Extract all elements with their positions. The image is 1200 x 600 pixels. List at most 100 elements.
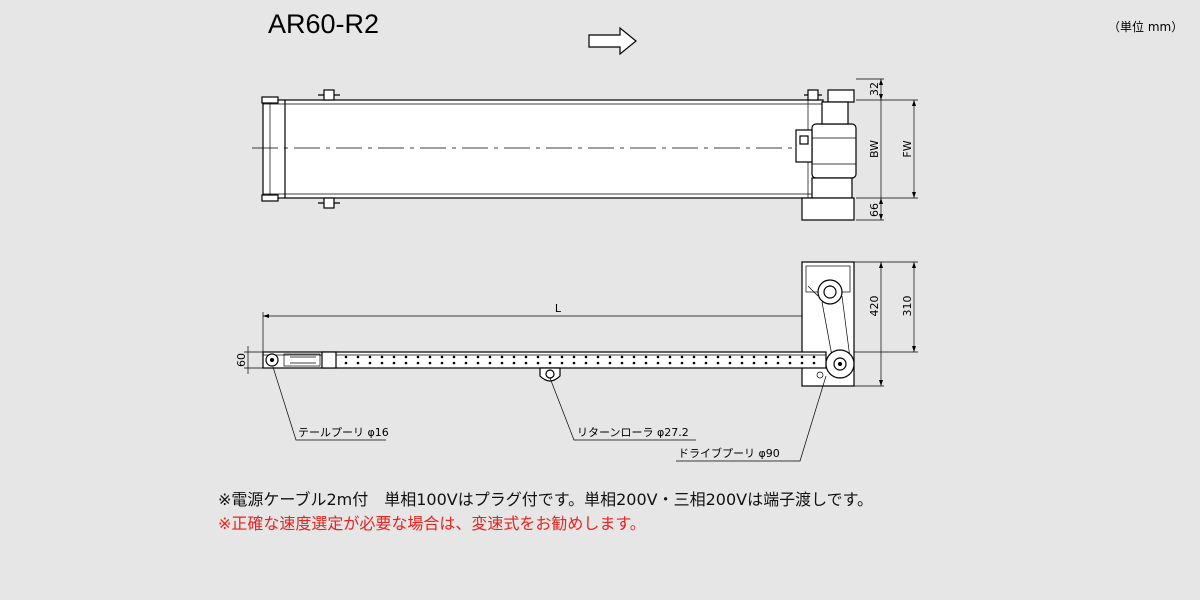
perforation-dot: [356, 361, 360, 365]
perforation-dot: [752, 361, 756, 365]
tail-end: [265, 351, 337, 369]
motor-pulley-icon: [817, 279, 843, 305]
dim-310: 310: [901, 296, 914, 317]
perforation-dot: [560, 355, 564, 359]
dim-32: 32: [868, 82, 881, 96]
perforation-dot: [416, 355, 420, 359]
perforation-dot: [704, 361, 708, 365]
tail-pulley-label: テールプーリ φ16: [298, 426, 389, 439]
perforation-dot: [752, 355, 756, 359]
perforation-dot: [464, 361, 468, 365]
perforation-dot: [392, 355, 396, 359]
top-view: 32 BW FW 66: [252, 78, 918, 221]
perforation-dot: [668, 361, 672, 365]
drive-pulley-leader: [676, 375, 827, 462]
perforation-dot: [512, 361, 516, 365]
perforation-dot: [488, 355, 492, 359]
perforation-dot: [800, 355, 804, 359]
perforation-dot: [740, 355, 744, 359]
perforation-dot: [368, 361, 372, 365]
perforation-dot: [812, 355, 816, 359]
perforation-dot: [548, 361, 552, 365]
belt-perforations: [344, 355, 816, 365]
perforation-dot: [776, 355, 780, 359]
direction-arrow-icon: [588, 26, 637, 56]
perforation-dot: [572, 361, 576, 365]
perforation-dot: [704, 355, 708, 359]
perforation-dot: [404, 355, 408, 359]
perforation-dot: [344, 361, 348, 365]
dim-bw: BW: [868, 140, 881, 158]
perforation-dot: [524, 355, 528, 359]
perforation-dot: [680, 355, 684, 359]
perforation-dot: [764, 355, 768, 359]
perforation-dot: [728, 361, 732, 365]
drive-pulley-label: ドライブプーリ φ90: [678, 446, 780, 460]
dim-420: 420: [868, 296, 881, 317]
perforation-dot: [512, 355, 516, 359]
return-roller-leader: [549, 377, 696, 441]
perforation-dot: [380, 355, 384, 359]
clamp-icon: [318, 197, 340, 209]
perforation-dot: [452, 361, 456, 365]
unit-label: （単位 mm）: [1108, 19, 1183, 34]
perforation-dot: [524, 361, 528, 365]
perforation-dot: [644, 361, 648, 365]
perforation-dot: [692, 355, 696, 359]
power-note: ※電源ケーブル2m付 単相100Vはプラグ付です。単相200V・三相200Vは端…: [218, 490, 873, 509]
perforation-dot: [440, 361, 444, 365]
frame-side-view: [262, 351, 827, 369]
perforation-dot: [440, 355, 444, 359]
perforation-dot: [776, 361, 780, 365]
perforation-dot: [644, 355, 648, 359]
perforation-dot: [608, 355, 612, 359]
perforation-dot: [584, 355, 588, 359]
perforation-dot: [500, 355, 504, 359]
perforation-dot: [680, 361, 684, 365]
perforation-dot: [800, 361, 804, 365]
dim-length: L: [555, 302, 562, 315]
perforation-dot: [632, 361, 636, 365]
perforation-dot: [344, 355, 348, 359]
perforation-dot: [740, 361, 744, 365]
speed-note: ※正確な速度選定が必要な場合は、変速式をお勧めします。: [218, 514, 646, 533]
perforation-dot: [416, 361, 420, 365]
perforation-dot: [728, 355, 732, 359]
perforation-dot: [620, 355, 624, 359]
perforation-dot: [788, 361, 792, 365]
perforation-dot: [452, 355, 456, 359]
perforation-dot: [368, 355, 372, 359]
perforation-dot: [608, 361, 612, 365]
dim-66: 66: [868, 203, 881, 217]
perforation-dot: [656, 361, 660, 365]
perforation-dot: [692, 361, 696, 365]
perforation-dot: [380, 361, 384, 365]
perforation-dot: [500, 361, 504, 365]
perforation-dot: [488, 361, 492, 365]
return-roller-label: リターンローラ φ27.2: [577, 426, 689, 439]
perforation-dot: [668, 355, 672, 359]
perforation-dot: [404, 361, 408, 365]
return-roller-icon: [539, 367, 561, 382]
perforation-dot: [356, 355, 360, 359]
drive-pulley-icon: [825, 349, 855, 379]
perforation-dot: [812, 361, 816, 365]
perforation-dot: [464, 355, 468, 359]
perforation-dot: [476, 361, 480, 365]
clamp-icon: [318, 89, 340, 101]
motor-icon: [795, 89, 857, 221]
perforation-dot: [428, 361, 432, 365]
perforation-dot: [572, 355, 576, 359]
perforation-dot: [620, 361, 624, 365]
side-view: L: [235, 261, 918, 462]
perforation-dot: [548, 355, 552, 359]
dim-fw: FW: [901, 140, 914, 157]
perforation-dot: [596, 361, 600, 365]
dim-60: 60: [235, 353, 248, 367]
perforation-dot: [716, 361, 720, 365]
perforation-dot: [428, 355, 432, 359]
perforation-dot: [764, 361, 768, 365]
perforation-dot: [536, 361, 540, 365]
perforation-dot: [476, 355, 480, 359]
